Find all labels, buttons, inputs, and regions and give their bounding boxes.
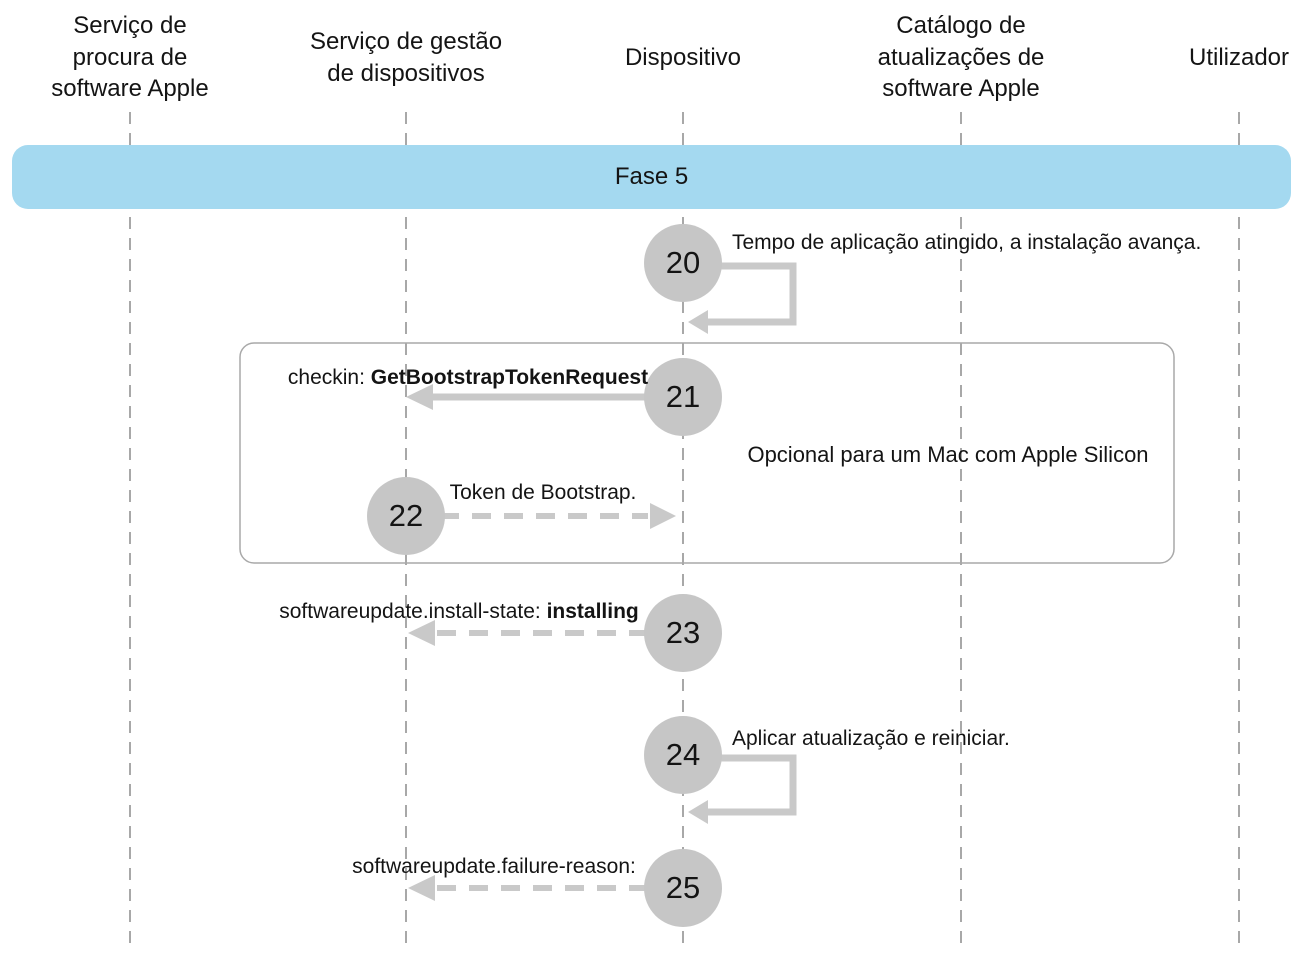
step21-label-prefix: checkin:: [287, 366, 371, 389]
step25-circle: 25: [644, 849, 722, 927]
optional-box-outline: [239, 342, 1175, 564]
step23-label-value: installing: [546, 600, 639, 623]
step20-circle: 20: [644, 224, 722, 302]
step22-label: Token de Bootstrap.: [449, 481, 637, 504]
optional-box-label: Opcional para um Mac com Apple Silicon: [747, 442, 1149, 467]
step24-label: Aplicar atualização e reiniciar.: [732, 727, 1010, 750]
actor-header-utilizador: Utilizador: [1188, 43, 1290, 71]
actor-header-dispositivo: Dispositivo: [624, 43, 742, 71]
step20-arrowhead-icon: [688, 310, 708, 334]
actor-header-catalogo: Catálogo de atualizações de software App…: [877, 11, 1045, 103]
phase-banner: Fase 5: [12, 145, 1291, 209]
actor-header-procura: Serviço de procura de software Apple: [51, 11, 209, 103]
step25-label: softwareupdate.failure-reason:: [352, 855, 636, 878]
step21-circle: 21: [644, 358, 722, 436]
step23-circle: 23: [644, 594, 722, 672]
step21-arrowhead-icon: [406, 384, 433, 410]
phase-banner-label: Fase 5: [614, 163, 689, 190]
step24-circle: 24: [644, 716, 722, 794]
step23-label-prefix: softwareupdate.install-state:: [279, 600, 547, 623]
actor-header-gestao: Serviço de gestão de dispositivos: [309, 27, 503, 87]
step24-arrowhead-icon: [688, 800, 708, 824]
step22-circle: 22: [367, 477, 445, 555]
step21-label: checkin: GetBootstrapTokenRequest: [288, 366, 648, 390]
step20-label: Tempo de aplicação atingido, a instalaçã…: [732, 231, 1202, 254]
step24-self-loop-arrow: [690, 754, 797, 816]
step23-label: softwareupdate.install-state: installing: [279, 600, 639, 624]
step20-self-loop-arrow: [690, 262, 797, 326]
step23-arrowhead-icon: [408, 620, 435, 646]
step22-arrowhead-icon: [650, 503, 676, 529]
step25-arrowhead-icon: [408, 875, 435, 901]
step21-label-value: GetBootstrapTokenRequest: [370, 366, 649, 389]
